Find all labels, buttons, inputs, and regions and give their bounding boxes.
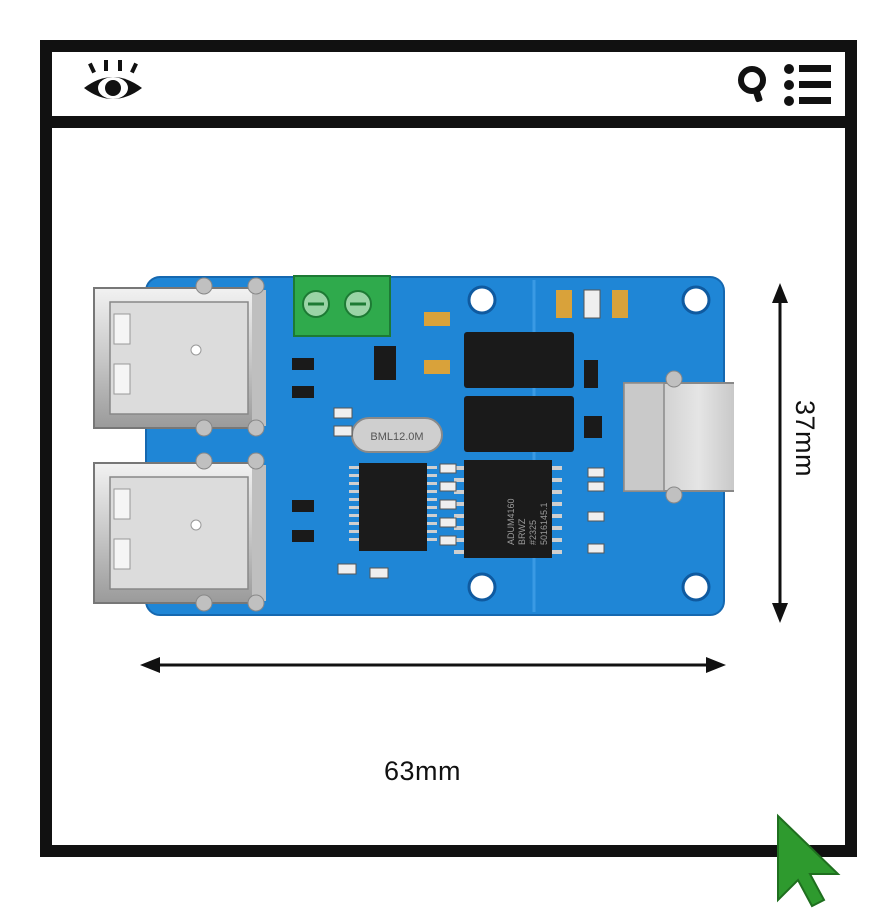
hub-chip: [349, 463, 437, 551]
menu-icon[interactable]: [783, 62, 833, 108]
screw-terminal: [293, 275, 391, 337]
crystal: BML12.0M: [351, 417, 443, 453]
svg-text:BRWZ: BRWZ: [517, 518, 527, 545]
height-dimension-label: 37mm: [790, 400, 820, 478]
browser-window: BML12.0M: [40, 40, 857, 857]
usb-isolator-board-image: BML12.0M: [93, 275, 734, 616]
cursor-arrow-icon: [777, 813, 841, 908]
svg-text:#2325: #2325: [528, 520, 538, 545]
isolator-chip: ADUM4160 BRWZ #2325 5016145.1: [454, 460, 562, 558]
svg-text:BML12.0M: BML12.0M: [370, 431, 423, 443]
content-area: BML12.0M: [52, 128, 845, 845]
window-header: [52, 52, 845, 128]
usb-a-port-bottom: [93, 452, 266, 612]
eye-icon[interactable]: [82, 60, 144, 108]
width-dimension-label: 63mm: [384, 756, 462, 786]
width-dimension-arrow: [140, 657, 726, 673]
usb-a-port-top: [93, 277, 266, 437]
svg-text:5016145.1: 5016145.1: [539, 502, 549, 545]
usb-b-port: [623, 370, 734, 504]
search-icon[interactable]: [737, 66, 769, 104]
svg-text:ADUM4160: ADUM4160: [506, 498, 516, 545]
height-dimension-arrow: [772, 283, 788, 623]
